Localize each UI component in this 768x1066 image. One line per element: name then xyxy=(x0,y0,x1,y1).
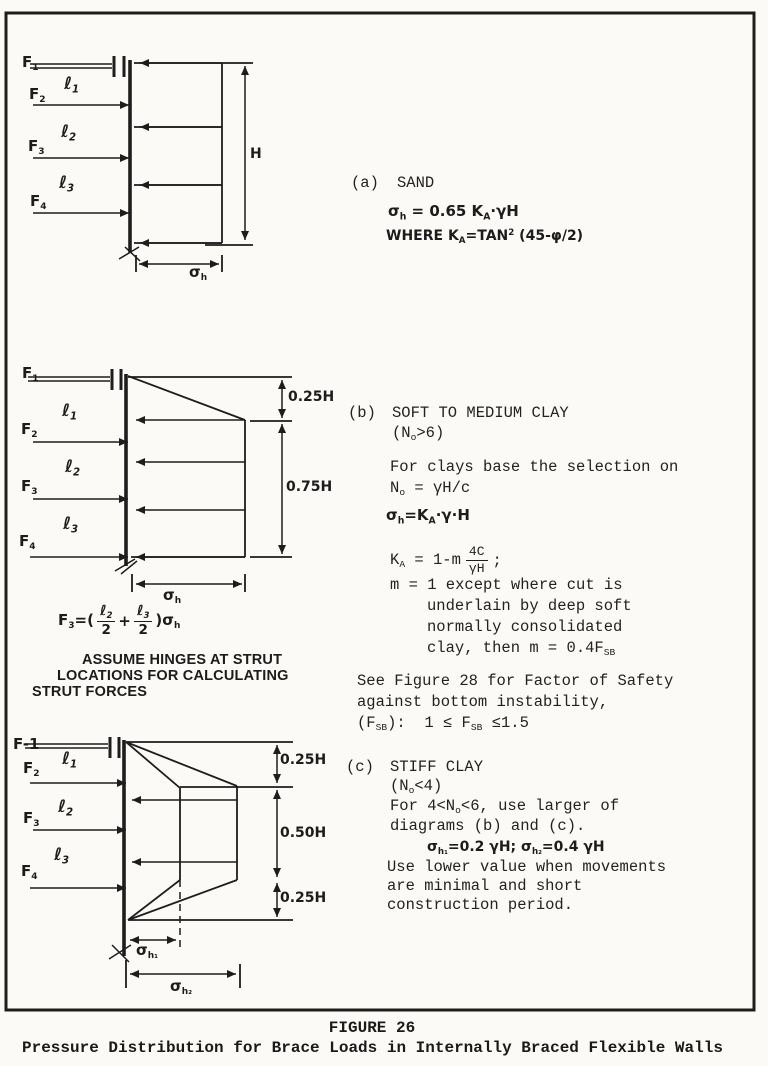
section-a-eq2: WHERE KA=TAN2 (45-φ/2) xyxy=(386,228,584,247)
ka-fraction: 4C γH xyxy=(465,544,488,577)
diagram-c-lines xyxy=(25,737,293,988)
ka-fraction-num: 4C xyxy=(465,544,488,562)
f3-formula-plus: + xyxy=(118,612,131,630)
sigma-h-label-a: σh xyxy=(189,263,208,284)
f3-formula-lhs: F3=( xyxy=(58,610,94,632)
section-a-title: SAND xyxy=(397,174,435,192)
section-b-condition: (No>6) xyxy=(392,424,445,443)
section-c-p5: construction period. xyxy=(387,896,574,914)
f3-fraction-2-num: ℓ3 xyxy=(133,603,153,623)
section-a-tag: (a) xyxy=(351,174,379,192)
section-c-tag: (c) xyxy=(346,758,374,776)
section-c-p4: are minimal and short xyxy=(387,877,583,895)
diagram-b-lines xyxy=(28,369,292,592)
section-c-eq: σh₁=0.2 γH; σh₂=0.4 γH xyxy=(427,839,605,858)
ka-eq-lhs: KA = 1-m xyxy=(390,551,461,571)
figure-border xyxy=(4,11,756,1012)
f3-fraction-2: ℓ3 2 xyxy=(133,603,153,639)
section-b-title: SOFT TO MEDIUM CLAY xyxy=(392,404,569,422)
strut-f2-label-c: F2 xyxy=(23,759,40,780)
figure-title: Pressure Distribution for Brace Loads in… xyxy=(22,1039,723,1057)
ka-eq-end: ; xyxy=(492,551,502,570)
section-b-intro1: For clays base the selection on xyxy=(390,458,679,476)
dim-050h-label-c: 0.50H xyxy=(280,825,327,841)
section-c-p1: For 4<No<6, use larger of xyxy=(390,797,620,816)
span-l3-label-a: ℓ3 xyxy=(59,173,75,195)
section-c-p3: Use lower value when movements xyxy=(387,858,667,876)
f3-formula-rhs: )σh xyxy=(155,610,181,632)
strut-f1-label-b: F1 xyxy=(22,364,39,385)
section-b-eq-sigma: σh=KA·γ·H xyxy=(386,506,470,527)
strut-f4-label-c: F4 xyxy=(21,862,38,883)
diagram-a-lines xyxy=(30,56,253,272)
span-l3-label-b: ℓ3 xyxy=(63,514,79,536)
figure-number: FIGURE 26 xyxy=(328,1019,416,1037)
strut-f1-label-c: F-1 xyxy=(13,735,40,753)
f3-fraction-1-den: 2 xyxy=(101,622,111,639)
span-l2-label-a: ℓ2 xyxy=(61,122,77,144)
f3-fraction-1-num: ℓ2 xyxy=(96,603,116,623)
sigma-h2-label-c: σh₂ xyxy=(170,977,193,998)
assume-hinges-line1: ASSUME HINGES AT STRUT xyxy=(82,652,283,668)
dim-025h-label-b: 0.25H xyxy=(288,389,335,405)
f3-formula: F3=( ℓ2 2 + ℓ3 2 )σh xyxy=(58,603,181,639)
strut-f2-label-b: F2 xyxy=(21,420,38,441)
assume-hinges-line3: STRUT FORCES xyxy=(32,684,148,700)
dim-025h-top-label-c: 0.25H xyxy=(280,752,327,768)
section-b-m1: m = 1 except where cut is xyxy=(390,576,623,594)
section-b-m3: normally consolidated xyxy=(427,618,623,636)
strut-f3-label-c: F3 xyxy=(23,809,40,830)
section-b-eq-ka: KA = 1-m 4C γH ; xyxy=(390,544,502,577)
strut-f4-label-a: F4 xyxy=(30,192,47,213)
assume-hinges-line2: LOCATIONS FOR CALCULATING xyxy=(57,668,289,684)
section-b-tag: (b) xyxy=(348,404,376,422)
section-b-m4: clay, then m = 0.4FSB xyxy=(427,639,616,658)
span-l1-label-c: ℓ1 xyxy=(62,749,78,771)
strut-f4-label-b: F4 xyxy=(19,532,36,553)
strut-f3-label-b: F3 xyxy=(21,477,38,498)
section-a-eq1: σh = 0.65 KA·γH xyxy=(388,202,519,223)
section-b-m2: underlain by deep soft xyxy=(427,597,632,615)
dim-025h-bottom-label-c: 0.25H xyxy=(280,890,327,906)
f3-fraction-1: ℓ2 2 xyxy=(96,603,116,639)
span-l3-label-c: ℓ3 xyxy=(54,845,70,867)
section-c-title: STIFF CLAY xyxy=(390,758,484,776)
section-b-note3: (FSB): 1 ≤ FSB ≤1.5 xyxy=(357,714,529,733)
strut-f1-label-a: F1 xyxy=(22,53,39,74)
f3-fraction-2-den: 2 xyxy=(138,622,148,639)
section-b-note2: against bottom instability, xyxy=(357,693,609,711)
span-l1-label-b: ℓ1 xyxy=(62,401,78,423)
ka-fraction-den: γH xyxy=(468,561,485,577)
sigma-h-label-b: σh xyxy=(163,586,182,607)
span-l2-label-c: ℓ2 xyxy=(58,797,74,819)
strut-f3-label-a: F3 xyxy=(28,137,45,158)
span-l2-label-b: ℓ2 xyxy=(65,457,81,479)
height-dim-label-a: H xyxy=(250,146,262,162)
dim-075h-label-b: 0.75H xyxy=(286,479,333,495)
section-c-condition: (No<4) xyxy=(390,777,443,796)
section-b-intro2: No = γH/c xyxy=(390,479,471,498)
strut-f2-label-a: F2 xyxy=(29,85,46,106)
span-l1-label-a: ℓ1 xyxy=(64,74,80,96)
section-c-p2: diagrams (b) and (c). xyxy=(390,817,586,835)
sigma-h1-label-c: σh₁ xyxy=(136,941,159,962)
section-b-note1: See Figure 28 for Factor of Safety xyxy=(357,672,674,690)
